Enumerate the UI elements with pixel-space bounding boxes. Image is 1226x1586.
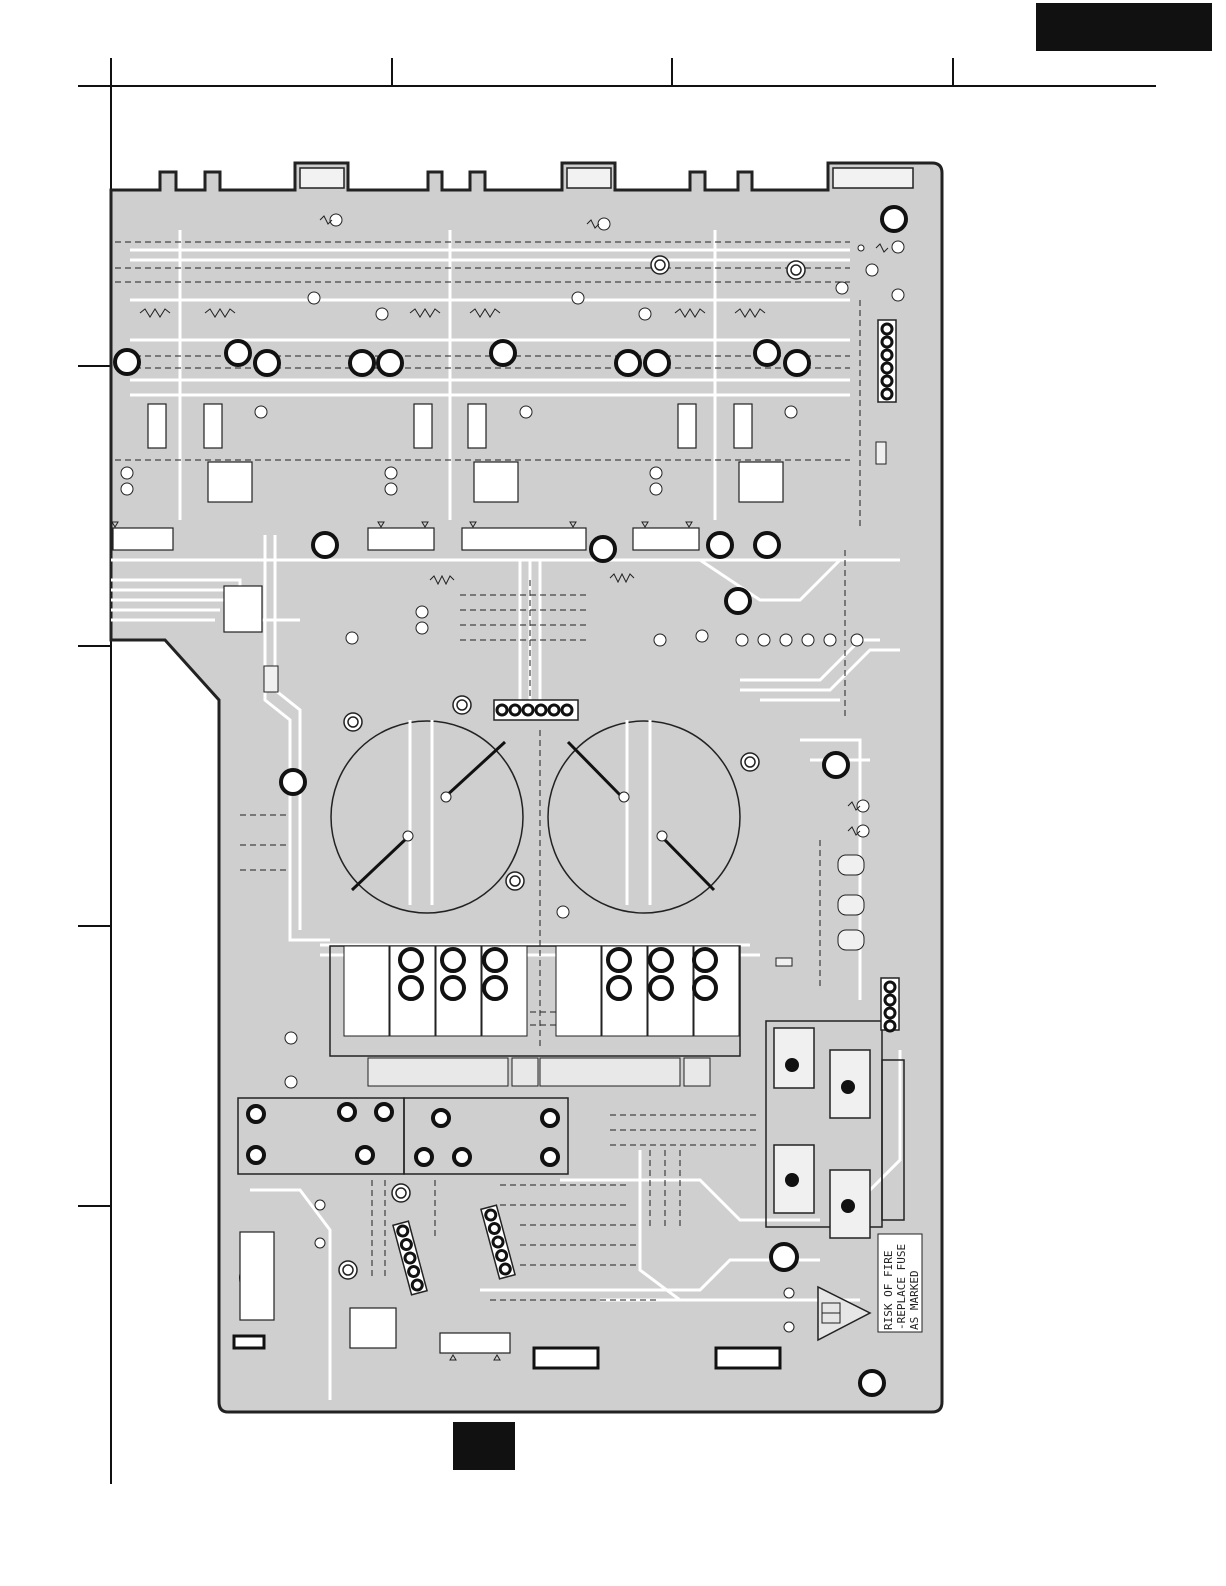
warning-line-3: AS MARKED	[908, 1270, 921, 1330]
page-footer-block	[453, 1422, 515, 1470]
warning-line-2: -REPLACE FUSE	[895, 1244, 908, 1330]
fuse-warning-label: RISK OF FIRE -REPLACE FUSE AS MARKED	[878, 1234, 922, 1332]
warning-line-1: RISK OF FIRE	[882, 1251, 895, 1330]
page-header-block	[1036, 3, 1212, 51]
heatsink-brackets	[300, 168, 913, 188]
